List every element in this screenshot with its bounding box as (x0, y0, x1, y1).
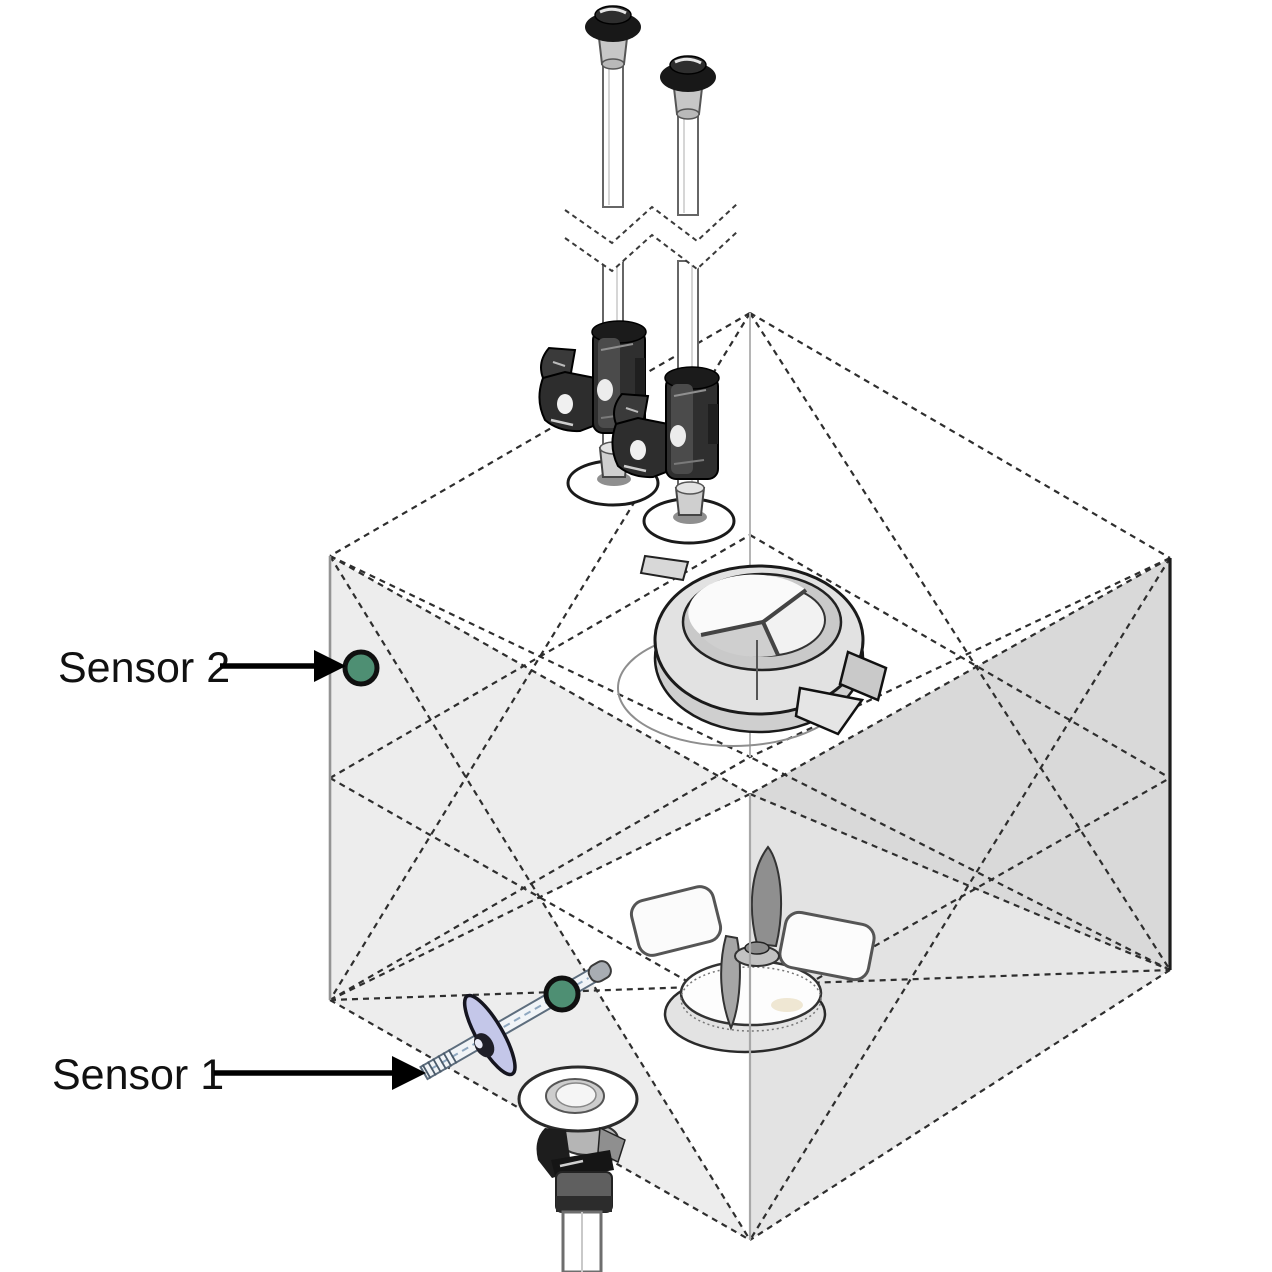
sensor2-label: Sensor 2 (58, 644, 230, 692)
dip-tube-cap-2 (660, 55, 716, 120)
right-face-north (750, 558, 1170, 886)
sensor2-arrowhead-icon (314, 650, 346, 682)
port-gasket-2 (642, 481, 736, 545)
left-face-north (330, 556, 750, 897)
impeller-blade-back (750, 845, 783, 948)
probe-tip-cap (587, 960, 612, 983)
tri-clamp-port (617, 554, 888, 747)
bottom-drain-fitting (517, 1065, 639, 1272)
dip-tube-cap-1 (585, 5, 641, 70)
left-face-south (330, 897, 750, 1240)
tri-clamp-wedge (794, 686, 865, 736)
sensor1-arrowhead-icon (392, 1056, 426, 1090)
tank-dashed-edges (329, 312, 1171, 1241)
right-face-west (750, 794, 968, 1240)
impeller-blade-left (629, 885, 723, 957)
left-face-west (330, 556, 540, 1000)
sensor-1-marker (543, 975, 581, 1013)
right-face-east (968, 558, 1170, 970)
annotations: Sensor 2 Sensor 1 (52, 644, 426, 1099)
sensor-2-marker (342, 649, 380, 687)
tri-clamp-tab (639, 554, 690, 582)
tube-break-symbol (564, 203, 738, 273)
tri-clamp-lug (838, 650, 888, 702)
impeller-blade-right (778, 910, 876, 982)
magnetic-impeller (629, 845, 876, 1054)
dip-tubes (538, 5, 738, 545)
sensor1-label: Sensor 1 (52, 1051, 224, 1099)
